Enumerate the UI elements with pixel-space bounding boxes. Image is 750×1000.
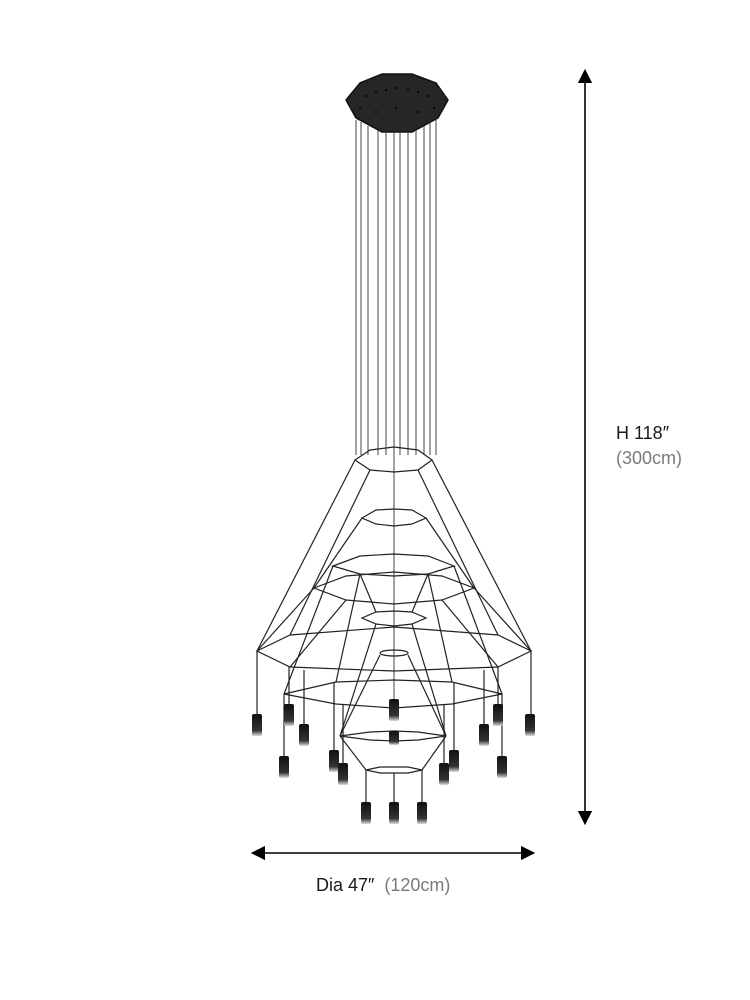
pendant-lamp-icon <box>338 763 348 785</box>
height-label: H 118″ <box>616 423 670 443</box>
pendant-lamp-icon <box>525 714 535 736</box>
pendant-lamp-icon <box>284 704 294 726</box>
pendant-lamp-icon <box>497 756 507 778</box>
height-metric-label: (300cm) <box>616 448 683 468</box>
pendant-lamps <box>252 699 535 824</box>
diameter-label-group: Dia 47″ (120cm) <box>316 875 450 896</box>
pendant-lamp-icon <box>439 763 449 785</box>
pendant-lamp-icon <box>493 704 503 726</box>
wire-frame-structure <box>255 446 533 802</box>
pendant-lamp-icon <box>449 750 459 772</box>
ceiling-canopy-icon <box>345 73 449 133</box>
pendant-lamp-icon <box>417 802 427 824</box>
pendant-lamp-icon <box>389 802 399 824</box>
pendant-lamp-icon <box>479 724 489 746</box>
pendant-lamp-icon <box>361 802 371 824</box>
pendant-lamp-icon <box>329 750 339 772</box>
pendant-lamp-icon <box>252 714 262 736</box>
pendant-lamp-icon <box>279 756 289 778</box>
diameter-label: Dia 47″ <box>316 875 375 895</box>
pendant-lamp-icon <box>389 699 399 721</box>
pendant-lamp-icon <box>299 724 309 746</box>
suspension-cables <box>355 120 437 700</box>
diameter-metric-label: (120cm) <box>384 875 451 895</box>
pendant-lamp-icon <box>389 731 399 745</box>
